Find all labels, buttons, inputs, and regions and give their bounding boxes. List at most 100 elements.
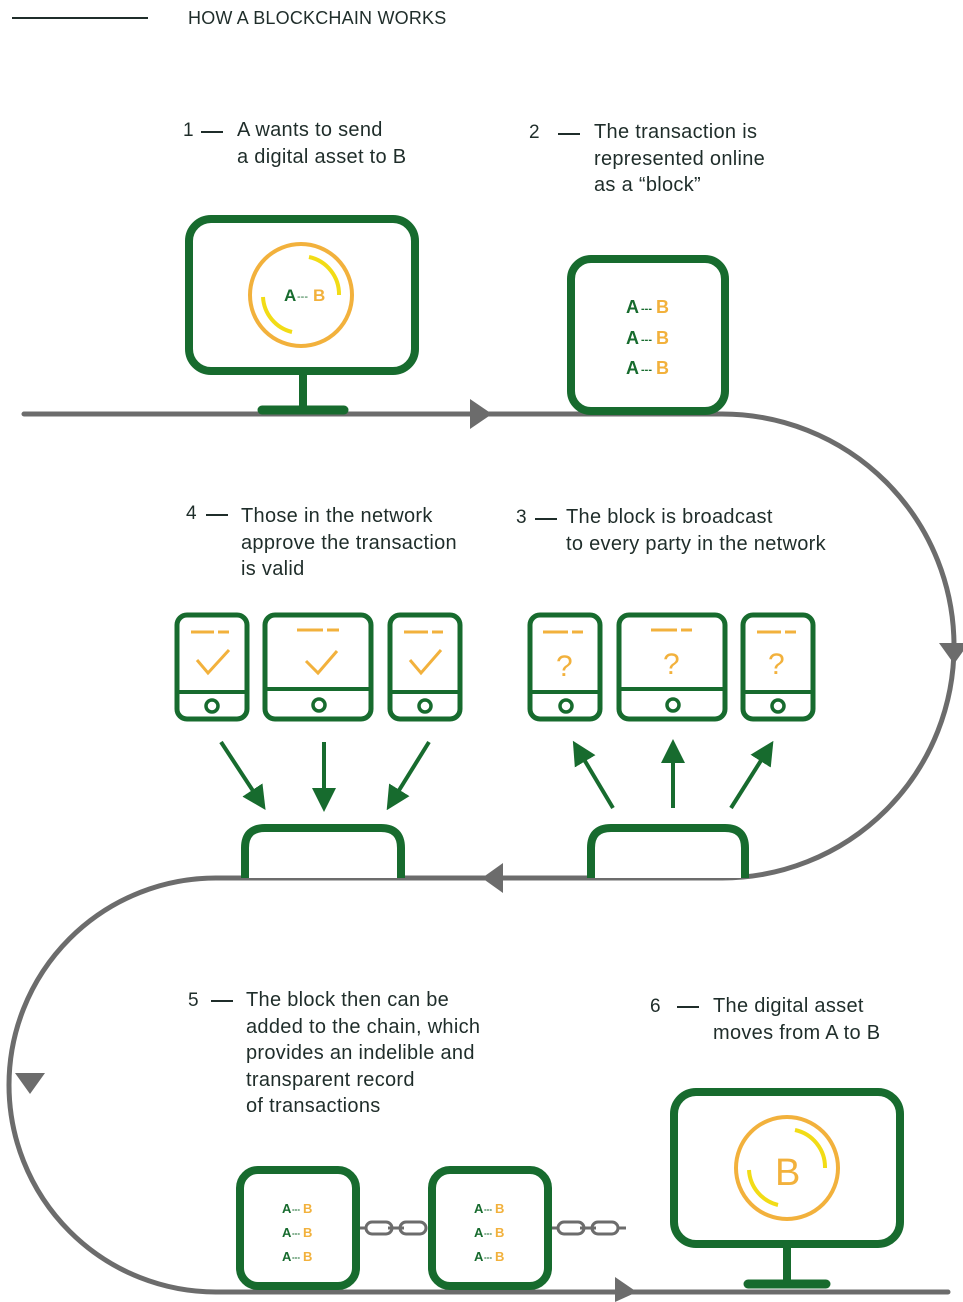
tx-b: B <box>495 1249 504 1264</box>
phone-icon <box>387 612 463 722</box>
step-4-number: 4 <box>186 503 197 524</box>
tx-link: --- <box>484 1253 492 1262</box>
arrow-icon <box>729 740 774 810</box>
step-1-dash <box>201 131 223 133</box>
step-1-line-1: A wants to send <box>237 119 383 141</box>
step-4-text: Those in the network approve the transac… <box>241 503 457 583</box>
tx-a: A <box>474 1249 484 1264</box>
arrow-icon <box>15 1073 45 1094</box>
tx-link: --- <box>641 303 652 315</box>
block-icon <box>587 824 749 878</box>
step-4-dash <box>206 514 228 516</box>
arrow-icon <box>219 740 266 811</box>
tx-a: A <box>626 328 639 348</box>
tx-b: B <box>303 1249 312 1264</box>
step-3-dash <box>535 518 557 520</box>
phone-icon <box>174 612 250 722</box>
step-5-line-2: added to the chain, which <box>246 1015 481 1038</box>
page-title: HOW A BLOCKCHAIN WORKS <box>188 8 447 28</box>
tx-b: B <box>656 297 669 317</box>
step-2-text: The transaction is represented online as… <box>594 119 765 199</box>
step-2-line-1: The transaction is <box>594 121 758 143</box>
approving-devices <box>174 612 463 722</box>
chain-link-icon <box>552 1220 626 1236</box>
block-chain: A --- B A --- B A --- B A --- B <box>236 1166 626 1290</box>
step-6-line-2: moves from A to B <box>713 1021 881 1044</box>
tx-link: --- <box>641 364 652 376</box>
tx-a: A <box>282 1201 292 1216</box>
arrow-icon <box>939 643 963 664</box>
step-3-number: 3 <box>516 507 527 528</box>
arrow-icon <box>482 863 503 893</box>
step-6-line-1: The digital asset <box>713 995 864 1017</box>
checkmark-icon <box>195 648 231 676</box>
block-icon <box>428 1166 552 1290</box>
step-6-text: The digital asset moves from A to B <box>713 993 880 1046</box>
step-6-number: 6 <box>650 996 661 1017</box>
tx-link: --- <box>484 1205 492 1214</box>
step-1-number: 1 <box>183 120 194 141</box>
desktop-monitor-icon <box>185 215 419 375</box>
coin-arc-yellow <box>261 296 293 334</box>
step-5-line-1: The block then can be <box>246 989 450 1011</box>
tx-link: --- <box>484 1229 492 1238</box>
coin-arc-yellow <box>794 1128 828 1169</box>
arrow-icon <box>572 740 615 810</box>
tx-b: B <box>656 328 669 348</box>
receiver-monitor: B <box>670 1088 904 1289</box>
tablet-icon: ? <box>616 612 728 722</box>
tx-a: A <box>626 297 639 317</box>
tx-a: A <box>474 1225 484 1240</box>
phone-icon: ? <box>527 612 603 722</box>
coin-label-b: B <box>313 286 325 305</box>
chain-block-1-transactions: A --- B A --- B A --- B <box>282 1201 312 1264</box>
step-1-text: A wants to send a digital asset to B <box>237 117 406 170</box>
step-5-line-4: transparent record <box>246 1068 415 1091</box>
transaction-block: A --- B A --- B A --- B <box>567 255 729 415</box>
network-arrows <box>219 739 774 812</box>
step-2-line-2: represented online <box>594 147 766 170</box>
step-6-dash <box>677 1006 699 1008</box>
coin-arc-yellow <box>308 255 342 296</box>
step-5-line-3: provides an indelible and <box>246 1042 475 1064</box>
coin-label-a: A <box>284 286 296 305</box>
checkmark-icon <box>408 649 443 676</box>
step-4-line-3: is valid <box>241 558 305 580</box>
desktop-monitor-icon <box>670 1088 904 1248</box>
tx-link: --- <box>292 1229 300 1238</box>
step-3-line-1: The block is broadcast <box>566 506 773 528</box>
step-4-line-1: Those in the network <box>241 505 433 527</box>
tx-link: --- <box>292 1253 300 1262</box>
coin-ring <box>734 1115 840 1221</box>
question-icon: ? <box>663 648 680 681</box>
chain-block-2-transactions: A --- B A --- B A --- B <box>474 1201 504 1264</box>
tx-a: A <box>282 1249 292 1264</box>
block-icon <box>567 255 729 415</box>
arrow-icon <box>386 740 431 811</box>
chain-link-icon <box>360 1220 428 1236</box>
step-2-line-3: as a “block” <box>594 174 701 196</box>
block-transactions: A --- B A --- B A --- B <box>626 297 669 378</box>
tx-a: A <box>626 358 639 378</box>
coin-ring <box>248 242 354 348</box>
step-5-line-5: of transactions <box>246 1095 381 1117</box>
question-icon: ? <box>768 648 785 681</box>
tx-link: --- <box>292 1205 300 1214</box>
arrow-icon <box>470 399 492 429</box>
tx-b: B <box>656 358 669 378</box>
tx-b: B <box>495 1201 504 1216</box>
step-5-dash <box>211 1000 233 1002</box>
step-3-line-2: to every party in the network <box>566 532 826 555</box>
header-rule <box>12 17 148 19</box>
question-icon: ? <box>556 650 573 683</box>
phone-icon: ? <box>740 612 816 722</box>
step-2-dash <box>558 133 580 135</box>
flow-arrows <box>15 399 963 1302</box>
step-1-line-2: a digital asset to B <box>237 145 407 168</box>
tx-a: A <box>282 1225 292 1240</box>
coin-arc-yellow <box>747 1169 779 1207</box>
tx-b: B <box>495 1225 504 1240</box>
tx-b: B <box>303 1225 312 1240</box>
